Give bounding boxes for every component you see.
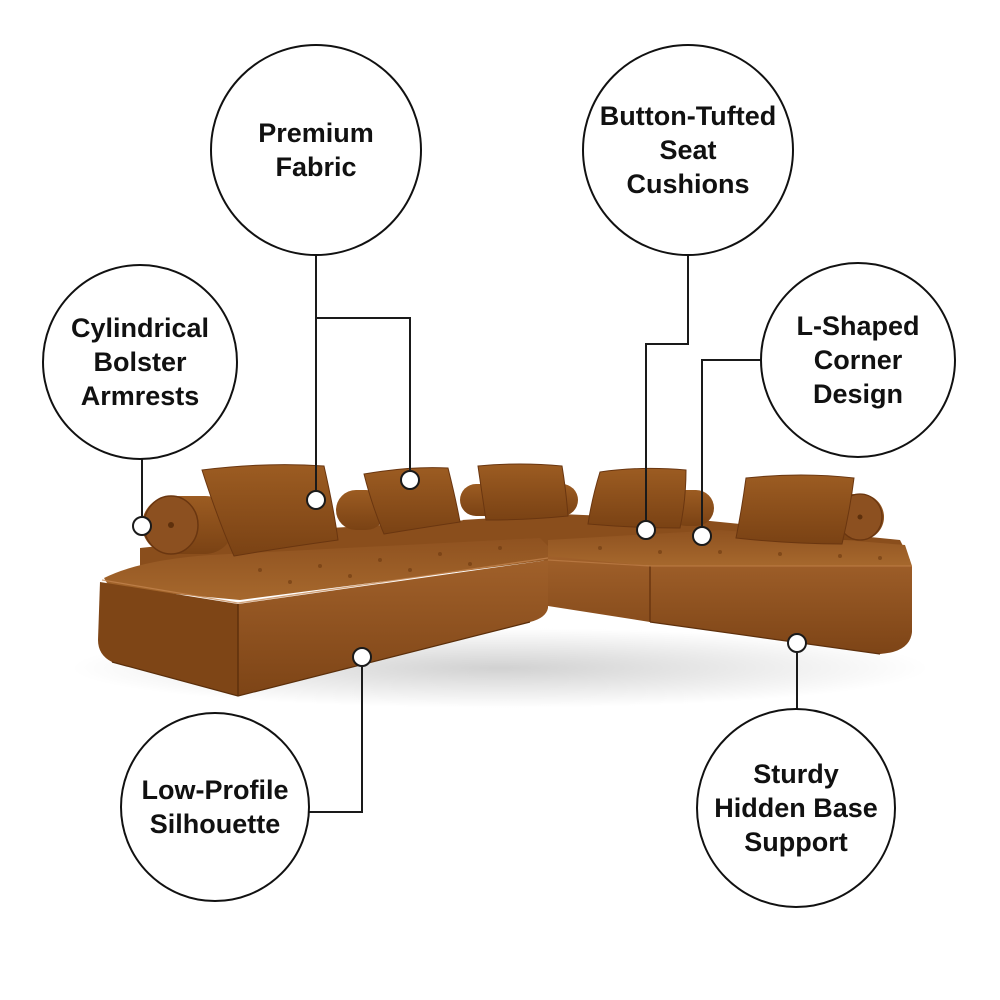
dot-low-profile [352,647,372,667]
leader-lines [141,248,798,813]
callout-cylindrical-bolster: Cylindrical Bolster Armrests [42,264,238,460]
leader-button-tufted [645,248,689,530]
callout-button-tufted: Button-Tufted Seat Cushions [582,44,794,256]
dot-premium-fabric-a [306,490,326,510]
bolster-left [142,495,234,555]
sofa-left-section [98,520,549,697]
callout-low-profile: Low-Profile Silhouette [120,712,310,902]
pillow-1 [201,464,339,557]
leader-l-shaped [701,359,764,536]
callout-l-shaped: L-Shaped Corner Design [760,262,956,458]
callout-premium-fabric: Premium Fabric [210,44,422,256]
dot-hidden-base [787,633,807,653]
dot-button-tufted [636,520,656,540]
pillow-4 [587,467,687,529]
callout-l-shaped-text: L-Shaped Corner Design [796,310,920,409]
callout-hidden-base: Sturdy Hidden Base Support [696,708,896,908]
leader-premium-fabric-b [316,317,411,480]
tufting-right [598,546,882,560]
pillow-5 [735,474,855,545]
callout-button-tufted-text: Button-Tufted Seat Cushions [599,100,777,199]
dot-l-shaped [692,526,712,546]
pillow-3 [477,463,569,521]
leader-low-profile [296,657,363,813]
callout-hidden-base-text: Sturdy Hidden Base Support [714,758,878,857]
callout-low-profile-text: Low-Profile Silhouette [141,774,289,839]
sofa-right-section [462,514,912,655]
callout-cylindrical-bolster-text: Cylindrical Bolster Armrests [70,312,210,411]
dot-premium-fabric-b [400,470,420,490]
dot-bolster [132,516,152,536]
callout-premium-fabric-text: Premium Fabric [258,117,374,182]
pillow-2 [363,467,461,535]
pointer-dots [132,470,807,667]
